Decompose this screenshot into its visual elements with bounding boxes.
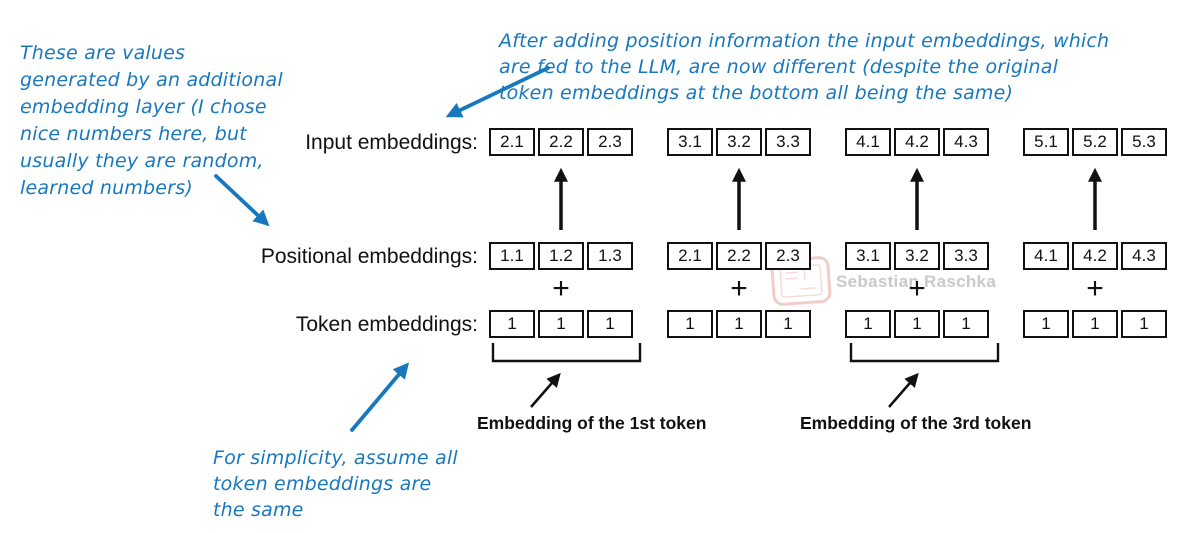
token-embedding-cell: 1	[1121, 310, 1167, 338]
annotation-line: nice numbers here, but	[20, 123, 247, 145]
input-embeddings-label: Input embeddings:	[305, 131, 478, 154]
token-embedding-cell: 1	[538, 310, 584, 338]
plus-operator: +	[730, 272, 748, 305]
input-embedding-cell: 5.3	[1121, 128, 1167, 156]
positional-embeddings-label: Positional embeddings:	[260, 245, 478, 268]
token-embedding-cell: 1	[894, 310, 940, 338]
positional-embedding-cell: 1.3	[587, 242, 633, 270]
positional-embedding-cell: 4.2	[1072, 242, 1118, 270]
annotation-line: the same	[213, 499, 304, 521]
token-embeddings-label: Token embeddings:	[295, 313, 478, 336]
input-embedding-cell: 2.3	[587, 128, 633, 156]
annotation-line: After adding position information the in…	[499, 30, 1110, 52]
positional-embedding-cell: 1.1	[489, 242, 535, 270]
token-group-bracket	[491, 343, 642, 363]
plus-operator: +	[908, 272, 926, 305]
input-embedding-cell: 4.2	[894, 128, 940, 156]
annotation-top: After adding position information the in…	[499, 28, 1109, 106]
watermark-text: Sebastian Raschka	[836, 272, 997, 291]
positional-embedding-cell: 2.2	[716, 242, 762, 270]
input-embedding-cell: 4.3	[943, 128, 989, 156]
annotation-line: These are values	[20, 42, 186, 64]
input-embedding-cell: 3.2	[716, 128, 762, 156]
token-embedding-cell: 1	[716, 310, 762, 338]
plus-operator: +	[1086, 272, 1104, 305]
token-embedding-cell: 1	[765, 310, 811, 338]
annotation-left: These are values generated by an additio…	[20, 40, 283, 202]
third-token-caption: Embedding of the 3rd token	[800, 413, 1032, 433]
token-embedding-cell: 1	[667, 310, 713, 338]
positional-embedding-cell: 1.2	[538, 242, 584, 270]
annotation-line: embedding layer (I chose	[20, 96, 267, 118]
annotation-line: generated by an additional	[20, 69, 283, 91]
caption-arrow	[530, 372, 561, 408]
token-embedding-cell: 1	[1023, 310, 1069, 338]
positional-embedding-cell: 3.2	[894, 242, 940, 270]
token-embedding-cell: 1	[943, 310, 989, 338]
input-embedding-cell: 3.1	[667, 128, 713, 156]
annotation-bottom: For simplicity, assume all token embeddi…	[213, 445, 458, 523]
plus-operator: +	[552, 272, 570, 305]
top-annotation-arrow	[445, 66, 550, 118]
annotation-line: For simplicity, assume all	[213, 447, 458, 469]
left-annotation-arrow	[214, 174, 270, 227]
positional-embedding-cell: 4.1	[1023, 242, 1069, 270]
positional-embedding-cell: 3.1	[845, 242, 891, 270]
positional-embedding-cell: 3.3	[943, 242, 989, 270]
token-embedding-cell: 1	[845, 310, 891, 338]
caption-arrow	[888, 372, 919, 408]
positional-embedding-cell: 4.3	[1121, 242, 1167, 270]
token-group-bracket	[849, 343, 1000, 363]
annotation-line: token embeddings are	[213, 473, 432, 495]
first-token-caption: Embedding of the 1st token	[477, 413, 707, 433]
annotation-line: learned numbers)	[20, 177, 193, 199]
token-embedding-cell: 1	[587, 310, 633, 338]
positional-embedding-cell: 2.3	[765, 242, 811, 270]
input-embedding-cell: 3.3	[765, 128, 811, 156]
input-embedding-cell: 5.1	[1023, 128, 1069, 156]
input-embedding-cell: 2.1	[489, 128, 535, 156]
positional-embedding-cell: 2.1	[667, 242, 713, 270]
annotation-line: token embeddings at the bottom all being…	[499, 82, 1014, 104]
input-embedding-cell: 2.2	[538, 128, 584, 156]
token-embedding-cell: 1	[489, 310, 535, 338]
annotation-line: are fed to the LLM, are now different (d…	[499, 56, 1059, 78]
input-embedding-cell: 5.2	[1072, 128, 1118, 156]
plus-row: + + + +	[489, 272, 1167, 306]
bottom-annotation-arrow	[350, 362, 410, 432]
annotation-line: usually they are random,	[20, 150, 264, 172]
input-embedding-cell: 4.1	[845, 128, 891, 156]
token-embedding-cell: 1	[1072, 310, 1118, 338]
